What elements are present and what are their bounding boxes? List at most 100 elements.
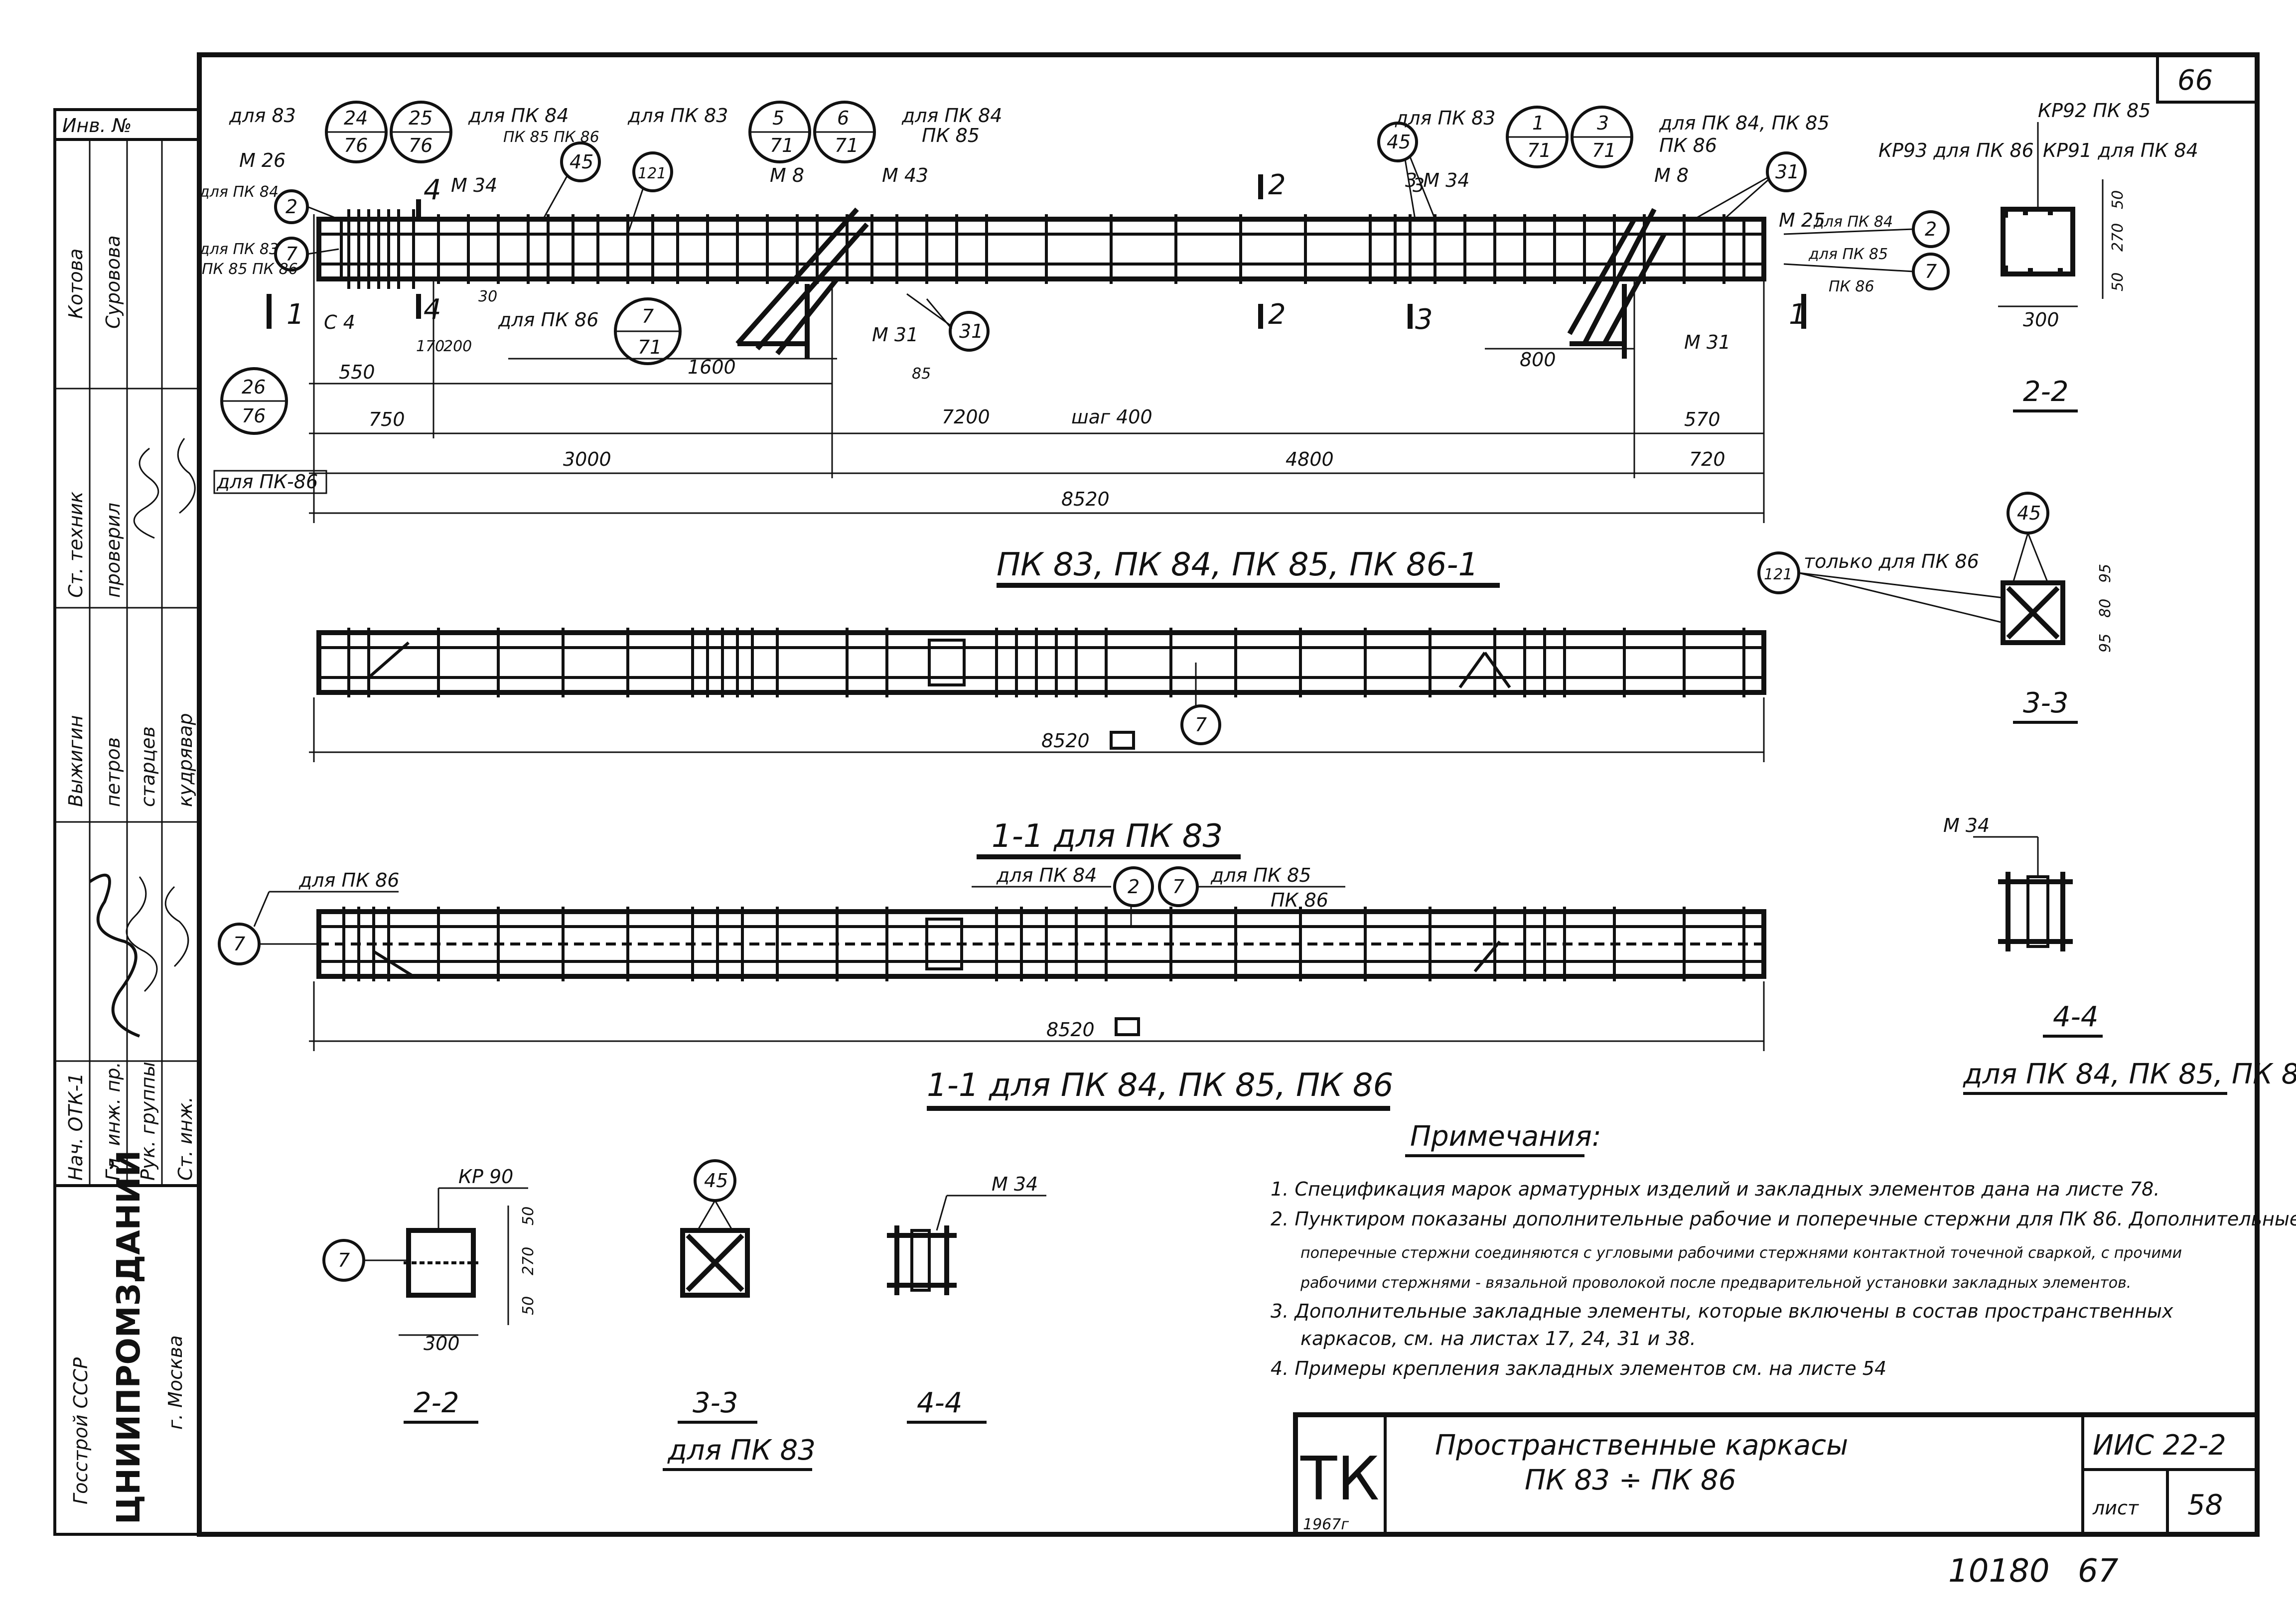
s11-circle-7-label: 7: [1172, 876, 1184, 898]
circle-31-a: [949, 311, 990, 352]
dim-750: 750: [369, 408, 405, 430]
circle-7-right-label: 7: [1925, 261, 1937, 282]
page-number: 67: [2078, 1553, 2119, 1590]
bubble-3-71: 3 71: [1571, 106, 1633, 168]
label-m31-a: М 31: [872, 324, 918, 346]
b22-dim-300: 300: [424, 1333, 460, 1354]
note-3-cont: каркасов, см. на листах 17, 24, 31 и 38.: [1300, 1328, 1696, 1349]
label-for-pk84-left: для ПК 84: [199, 183, 279, 201]
notes-heading: Примечания:: [1410, 1120, 1601, 1153]
section-mark-2-top: 2: [1268, 169, 1286, 201]
dimension-lines: [309, 214, 1765, 523]
bubble-1-71: 1 71: [1506, 106, 1569, 168]
bubble-7-bottom: 71: [638, 336, 662, 358]
b44-m34: М 34: [992, 1173, 1038, 1195]
s11-for-pk85: для ПК 85: [1210, 864, 1311, 886]
circle-45-b: [1377, 122, 1418, 162]
bubble-25-bottom: 76: [409, 135, 432, 156]
circle-45-b-label: 45: [1387, 131, 1411, 153]
circle-121-label: 121: [638, 165, 666, 182]
bubble-6-bottom: 71: [835, 135, 859, 156]
b33-circle-45-label: 45: [704, 1170, 728, 1192]
label-m26: М 26: [239, 149, 286, 171]
stamp-name-2: Суровова: [102, 235, 124, 329]
s11-circle-2: [1113, 866, 1154, 907]
bubble-7-top: 7: [642, 305, 654, 327]
bubble-7-71: 7 71: [614, 297, 682, 365]
section-mark-2-bottom: 2: [1268, 298, 1286, 331]
label-m25: М 25: [1779, 209, 1825, 231]
s11-circle-7-left-label: 7: [233, 933, 245, 955]
note-4: 4. Примеры крепления закладных элементов…: [1271, 1357, 1886, 1379]
bubble-26-76: 26 76: [220, 367, 288, 435]
label-pk86-c: ПК 86: [1659, 135, 1717, 156]
circle-45-a: [560, 141, 601, 182]
s33-circle-121-label: 121: [1764, 566, 1792, 583]
label-for-pk83-left: для ПК 83: [199, 241, 279, 258]
bubble-5-bottom: 71: [770, 135, 794, 156]
bubble-5-71: 5 71: [748, 101, 811, 163]
plan-circle-7-label: 7: [1195, 714, 1207, 736]
label-for-pk84-a: для ПК 84: [468, 105, 569, 127]
dim-200: 200: [443, 338, 472, 355]
b44-title: 4-4: [917, 1387, 962, 1419]
s22-title: 2-2: [2023, 376, 2068, 408]
plan-dim-8520: 8520: [1041, 730, 1090, 752]
note-2-cont-a: поперечные стержни соединяются с угловым…: [1300, 1244, 2182, 1262]
circle-121: [632, 151, 673, 192]
label-for-pk83-a: для ПК 83: [627, 105, 728, 127]
stamp-name-8: кудрявар: [174, 713, 196, 808]
note-1: 1. Спецификация марок арматурных изделий…: [1271, 1178, 2159, 1200]
label-m43: М 43: [882, 164, 928, 186]
sheet-number: 66: [2177, 64, 2213, 97]
circle-31-b: [1766, 151, 1807, 192]
note-2: 2. Пунктиром показаны дополнительные раб…: [1271, 1208, 2296, 1230]
label-c4: С 4: [324, 311, 355, 333]
kp92-label: КР92 ПК 85: [2038, 100, 2151, 122]
label-for-pk84-pk85: для ПК 84, ПК 85: [1659, 112, 1830, 134]
signature-1: [133, 447, 159, 539]
bubble-6-71: 6 71: [813, 101, 876, 163]
s33-dim-95a: 95: [2097, 564, 2114, 583]
stamp-role-2: Гл. инж. пр.: [102, 1062, 124, 1181]
s44-m34: М 34: [1943, 814, 1990, 836]
s22-dim-50a: 50: [2109, 190, 2127, 209]
left-stamp: Инв. № Котова Суровова Ст. техник провер…: [53, 108, 201, 1536]
title-sheet-no: 58: [2187, 1489, 2223, 1521]
plan-view: 7 8520: [309, 628, 1766, 762]
bubble-24-bottom: 76: [344, 135, 368, 156]
kp91-label: КР91 для ПК 84: [2043, 139, 2198, 161]
stamp-name-6: петров: [102, 737, 124, 807]
section-mark-3-top: 3: [1413, 174, 1425, 196]
bubble-25-top: 25: [409, 107, 432, 129]
bubble-3-bottom: 71: [1592, 139, 1616, 161]
label-for-pk86-b: для ПК-86: [216, 471, 318, 493]
label-pk86-right: ПК 86: [1829, 278, 1874, 295]
label-for-pk84-right: для ПК 84: [1813, 213, 1893, 231]
dim-8520-main: 8520: [1061, 488, 1110, 510]
bottom-section-33: 45 3-3 для ПК 83: [663, 1159, 816, 1471]
plan-circle-7: [1180, 704, 1221, 745]
bubble-3-top: 3: [1597, 112, 1609, 134]
stamp-name-5: Выжигин: [65, 715, 87, 807]
bubble-5-top: 5: [772, 107, 784, 129]
org-tsnii: ЦНИИПРОМЗДАНИЙ: [110, 1150, 147, 1524]
s33-note: только для ПК 86: [1804, 550, 1979, 572]
stamp-name-7: старцев: [137, 726, 159, 807]
title-line-1: Пространственные каркасы: [1435, 1429, 1848, 1462]
right-section-22: КР92 ПК 85 КР93 для ПК 86 КР91 для ПК 84…: [1878, 100, 2198, 412]
s44-note: для ПК 84, ПК 85, ПК 86: [1963, 1058, 2296, 1090]
dim-3000: 3000: [563, 448, 611, 470]
bubble-26-bottom: 76: [242, 405, 266, 427]
s11-for-pk84: для ПК 84: [996, 864, 1097, 886]
stamp-role-4: Ст. инж.: [174, 1096, 196, 1181]
b33-title: 3-3: [693, 1387, 738, 1419]
stamp-name-1: Котова: [65, 249, 87, 319]
dim-step: шаг 400: [1071, 406, 1152, 428]
sheet-number-box: [2156, 53, 2259, 104]
dim-570: 570: [1684, 408, 1721, 430]
s11-circle-2-label: 2: [1128, 876, 1140, 898]
title-series: ИИС 22-2: [2093, 1429, 2226, 1462]
section-mark-1-right: 1: [1789, 298, 1807, 331]
